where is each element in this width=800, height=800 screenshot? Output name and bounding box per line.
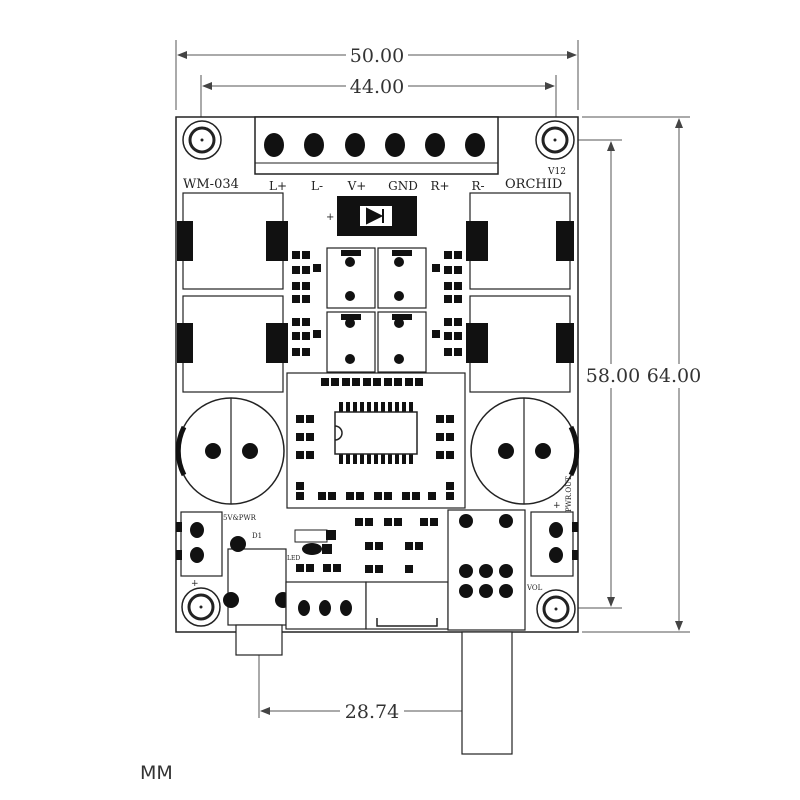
screw-terminal-block	[254, 116, 499, 175]
electrolytic-capacitor-right	[470, 397, 580, 505]
smd-pads-left	[292, 251, 321, 356]
hole-spacing-y-label: 58.00	[586, 365, 640, 387]
inductor-left-top	[177, 192, 288, 290]
smd-pads-ic-right	[436, 415, 454, 500]
overall-width-label: 50.00	[350, 45, 404, 67]
electrolytic-capacitor-left	[175, 397, 285, 505]
units-label: MM	[140, 762, 173, 784]
dc-jack	[223, 536, 291, 656]
power-polarity-mark: +	[191, 579, 199, 589]
overall-height-label: 64.00	[647, 365, 701, 387]
jack-to-shaft-label: 28.74	[345, 701, 399, 723]
inductor-right-bottom	[466, 295, 574, 393]
power-connector	[176, 511, 223, 577]
output-connector	[530, 511, 578, 577]
smd-pad-row-bottom	[318, 492, 436, 500]
mounting-hole-top-right	[535, 120, 575, 160]
terminal-label-v-plus: V+	[347, 179, 367, 193]
power-label: 5V&PWR	[223, 514, 257, 522]
amplifier-ic	[334, 402, 418, 464]
led-and-resistors	[294, 529, 341, 572]
terminal-label-l-plus: L+	[269, 179, 287, 193]
vol-label: VOL	[526, 584, 543, 592]
diode-label: D1	[252, 532, 262, 540]
mounting-hole-top-left	[182, 120, 222, 160]
brand-label: ORCHID	[505, 177, 562, 192]
inductor-right-top	[466, 192, 574, 290]
mounting-hole-bottom-right	[536, 589, 576, 629]
model-label: WM-034	[183, 177, 239, 192]
three-pin-header	[285, 581, 367, 630]
inductor-left-bottom	[177, 295, 288, 393]
led-label: LED	[287, 555, 300, 562]
terminal-label-l-minus: L-	[311, 179, 323, 193]
terminal-label-gnd: GND	[388, 179, 418, 193]
switch-connector	[365, 581, 449, 630]
terminal-label-r-plus: R+	[430, 179, 449, 193]
smd-pads-right	[432, 251, 462, 356]
mounting-hole-bottom-left	[181, 587, 221, 627]
smd-pad-row-top	[321, 378, 423, 386]
capacitor-array	[326, 247, 427, 373]
out-polarity-mark: +	[553, 501, 561, 511]
hole-spacing-x-label: 44.00	[350, 76, 404, 98]
out-label: PWR.OUT	[565, 476, 573, 512]
volume-potentiometer	[447, 509, 526, 755]
version-label: V12	[547, 167, 566, 177]
terminal-label-r-minus: R-	[471, 179, 484, 193]
smd-pads-ic-left	[296, 415, 314, 500]
diode-d2	[337, 196, 417, 236]
cap-polarity-mark: +	[326, 212, 334, 223]
smd-pads-center	[355, 518, 438, 573]
